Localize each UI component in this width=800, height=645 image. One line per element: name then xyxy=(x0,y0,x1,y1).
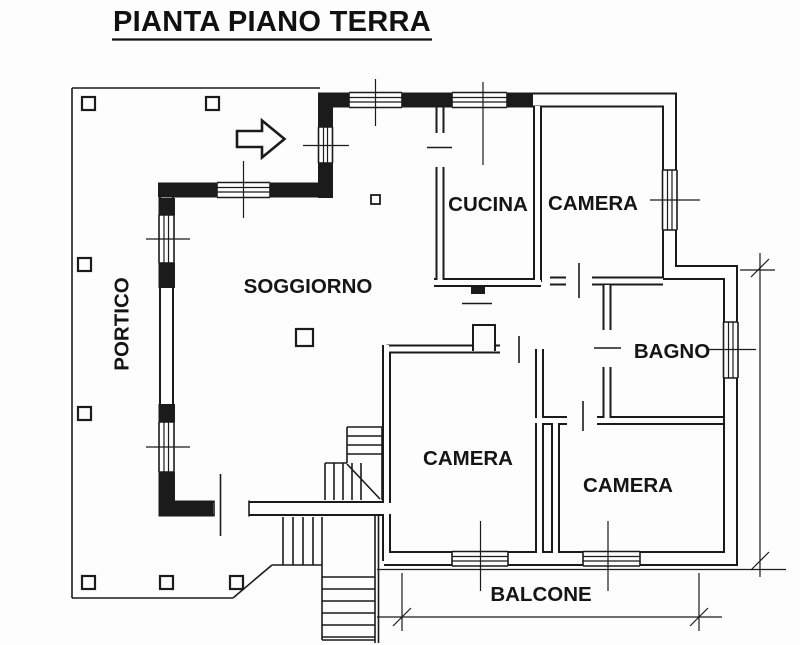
entrance-arrow-icon xyxy=(235,117,287,161)
window-top-2 xyxy=(451,82,508,165)
portico-column xyxy=(158,574,175,591)
window-top-1 xyxy=(348,79,403,126)
portico-columns xyxy=(76,95,245,591)
window-west-2 xyxy=(146,421,190,473)
room-label-bagno: BAGNO xyxy=(634,340,710,363)
window-west-top xyxy=(216,161,271,218)
room-label-portico: PORTICO xyxy=(110,277,133,370)
dimension-line-bottom xyxy=(377,573,722,631)
portico-column xyxy=(76,405,93,422)
window-south-1 xyxy=(451,521,509,591)
entry-door-window xyxy=(303,126,349,164)
kitchen-wall-notch xyxy=(471,286,485,294)
portico-column xyxy=(80,574,97,591)
portico-column xyxy=(76,256,93,273)
interior-walls-core xyxy=(384,106,723,561)
interior-pillar-small xyxy=(370,194,381,205)
wall-step-detail xyxy=(472,324,496,351)
dimension-line-right xyxy=(740,253,775,577)
door-south-entrance xyxy=(213,474,250,536)
external-staircase xyxy=(282,510,380,643)
window-east-bedroom xyxy=(650,169,700,231)
room-label-camera-sud: CAMERA xyxy=(583,474,673,497)
room-label-cucina: CUCINA xyxy=(448,193,528,216)
portico-outline xyxy=(71,87,322,599)
wall-piers xyxy=(158,92,533,517)
drawing-title: PIANTA PIANO TERRA xyxy=(112,6,432,41)
room-label-camera-nord: CAMERA xyxy=(548,192,638,215)
page-title: PIANTA PIANO TERRA xyxy=(113,6,431,38)
room-label-soggiorno: SOGGIORNO xyxy=(244,275,373,298)
window-east-bathroom xyxy=(707,321,756,379)
room-label-camera-centro: CAMERA xyxy=(423,447,513,470)
portico-column xyxy=(80,95,97,112)
door-markers xyxy=(427,146,621,431)
window-west-1 xyxy=(146,214,190,264)
portico-column xyxy=(204,95,221,112)
window-south-2 xyxy=(582,521,641,591)
interior-pillar xyxy=(294,327,315,348)
room-label-balcone: BALCONE xyxy=(490,583,591,606)
portico-column xyxy=(228,574,245,591)
